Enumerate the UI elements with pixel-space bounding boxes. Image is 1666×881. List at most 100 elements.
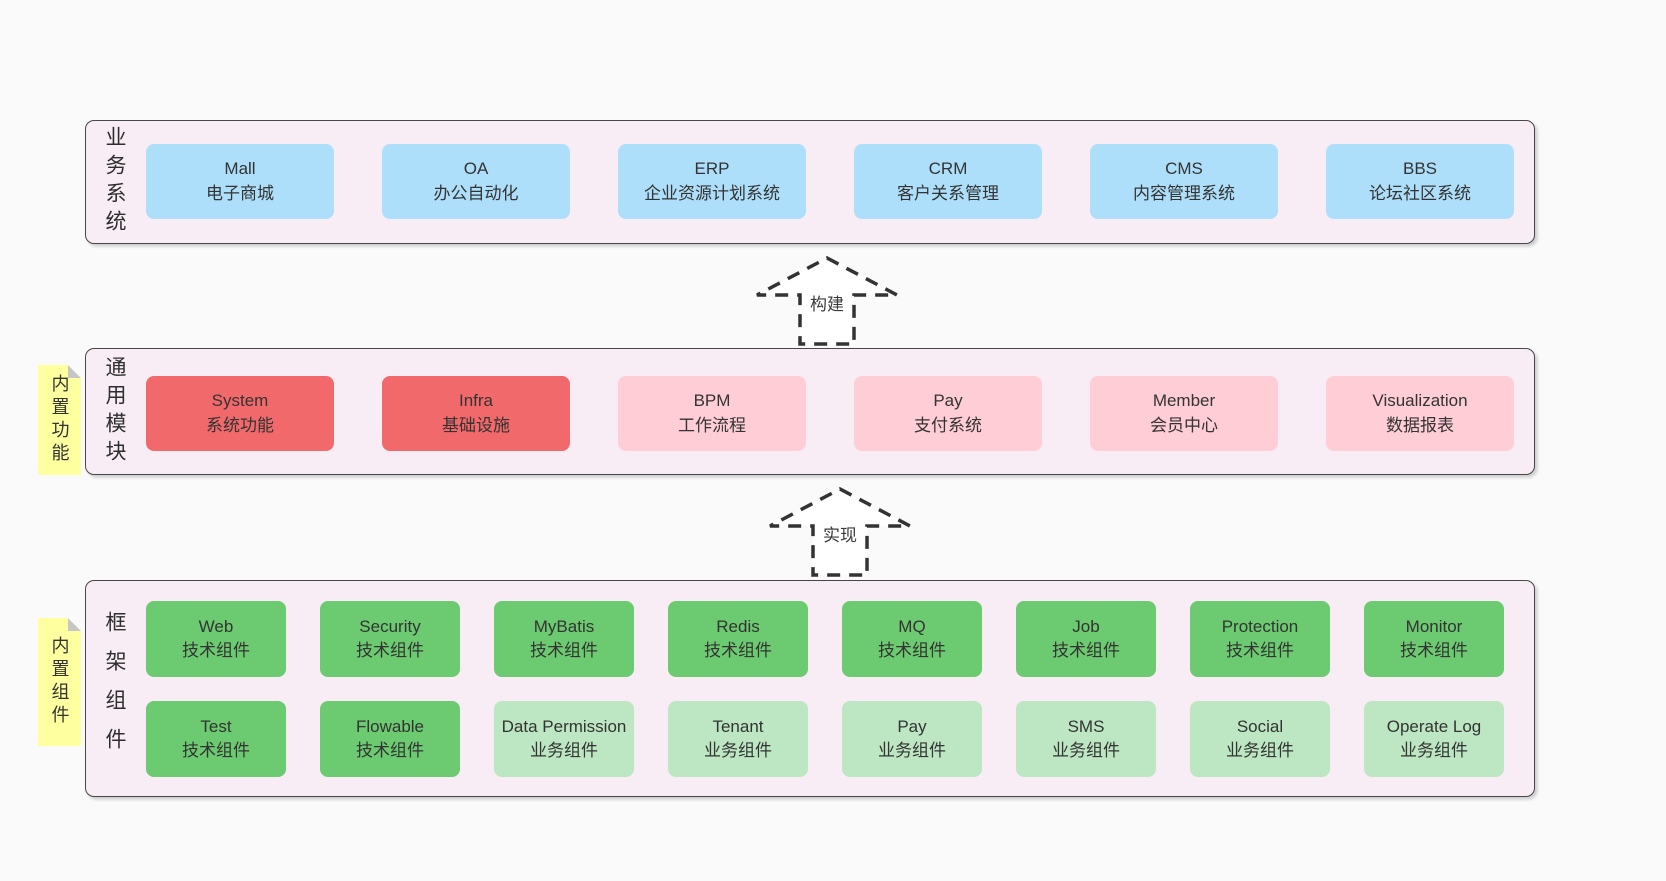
box-data-permission: Data Permission 业务组件: [494, 701, 634, 777]
box-title: Social: [1236, 716, 1284, 736]
box-title: ERP: [694, 159, 730, 179]
box-subtitle: 业务组件: [1052, 741, 1120, 760]
box-title: Pay: [933, 391, 963, 411]
box-subtitle: 技术组件: [704, 641, 772, 660]
box-title: CRM: [928, 159, 968, 179]
box-redis: Redis 技术组件: [668, 601, 808, 677]
box-title: Pay: [897, 716, 927, 736]
band-common-modules-label: 通用模块: [103, 355, 126, 468]
box-subtitle: 技术组件: [1052, 641, 1120, 660]
framework-components-row-2: Test 技术组件 Flowable 技术组件 Data Permission …: [146, 701, 1504, 777]
box-subtitle: 技术组件: [1400, 641, 1468, 660]
box-subtitle: 业务组件: [704, 741, 772, 760]
common-modules-row: System 系统功能 Infra 基础设施 BPM 工作流程 Pay 支付系统…: [146, 376, 1514, 451]
box-web: Web 技术组件: [146, 601, 286, 677]
sticky-note-built-in-features: 内置功能: [38, 365, 81, 475]
arrow-build-label: 构建: [807, 289, 847, 316]
box-subtitle: 内容管理系统: [1133, 183, 1235, 203]
box-system: System 系统功能: [146, 376, 334, 451]
box-title: Security: [359, 616, 421, 636]
box-subtitle: 技术组件: [1226, 641, 1294, 660]
box-test: Test 技术组件: [146, 701, 286, 777]
box-title: Tenant: [712, 716, 764, 736]
box-subtitle: 业务组件: [878, 741, 946, 760]
box-subtitle: 技术组件: [356, 641, 424, 660]
box-subtitle: 办公自动化: [433, 183, 519, 203]
band-business-systems: 业务系统 Mall 电子商城 OA 办公自动化 ERP 企业资源计划系统 CRM…: [85, 120, 1535, 244]
box-title: BPM: [693, 391, 731, 411]
box-cms: CMS 内容管理系统: [1090, 144, 1278, 219]
box-title: Job: [1072, 616, 1100, 636]
box-subtitle: 业务组件: [530, 741, 598, 760]
box-subtitle: 技术组件: [182, 741, 250, 760]
box-pay-component: Pay 业务组件: [842, 701, 982, 777]
box-subtitle: 客户关系管理: [897, 183, 999, 203]
box-subtitle: 技术组件: [530, 641, 598, 660]
box-job: Job 技术组件: [1016, 601, 1156, 677]
box-mq: MQ 技术组件: [842, 601, 982, 677]
box-erp: ERP 企业资源计划系统: [618, 144, 806, 219]
box-subtitle: 业务组件: [1226, 741, 1294, 760]
arrow-build: 构建: [752, 255, 902, 347]
box-title: System: [211, 391, 269, 411]
arrow-implement: 实现: [765, 486, 915, 578]
box-title: CMS: [1165, 159, 1203, 179]
arrow-implement-label: 实现: [820, 520, 860, 547]
sticky-note-built-in-components: 内置组件: [38, 618, 81, 746]
band-common-modules: 通用模块 System 系统功能 Infra 基础设施 BPM 工作流程 Pay…: [85, 348, 1535, 475]
framework-components-row-1: Web 技术组件 Security 技术组件 MyBatis 技术组件 Redi…: [146, 601, 1504, 677]
box-subtitle: 工作流程: [678, 415, 746, 435]
box-title: Protection: [1221, 616, 1299, 636]
box-subtitle: 业务组件: [1400, 741, 1468, 760]
band-business-systems-label: 业务系统: [103, 126, 126, 238]
box-subtitle: 支付系统: [914, 415, 982, 435]
box-crm: CRM 客户关系管理: [854, 144, 1042, 219]
folded-corner-icon: [68, 618, 81, 631]
box-subtitle: 电子商城: [206, 183, 274, 203]
box-title: Data Permission: [501, 716, 627, 736]
box-subtitle: 基础设施: [442, 415, 510, 435]
box-protection: Protection 技术组件: [1190, 601, 1330, 677]
box-subtitle: 论坛社区系统: [1369, 183, 1471, 203]
business-systems-row: Mall 电子商城 OA 办公自动化 ERP 企业资源计划系统 CRM 客户关系…: [146, 144, 1514, 219]
folded-corner-icon: [68, 365, 81, 378]
box-title: OA: [463, 159, 489, 179]
box-mybatis: MyBatis 技术组件: [494, 601, 634, 677]
box-title: Member: [1152, 391, 1216, 411]
box-subtitle: 技术组件: [356, 741, 424, 760]
box-subtitle: 技术组件: [878, 641, 946, 660]
box-visualization: Visualization 数据报表: [1326, 376, 1514, 451]
box-oa: OA 办公自动化: [382, 144, 570, 219]
sticky-note-text: 内置功能: [49, 374, 70, 466]
box-title: Infra: [458, 391, 494, 411]
box-title: SMS: [1067, 716, 1105, 736]
sticky-note-text: 内置组件: [49, 636, 70, 728]
box-infra: Infra 基础设施: [382, 376, 570, 451]
box-title: Monitor: [1405, 616, 1463, 636]
box-title: BBS: [1402, 159, 1438, 179]
box-member: Member 会员中心: [1090, 376, 1278, 451]
box-title: MyBatis: [533, 616, 595, 636]
box-security: Security 技术组件: [320, 601, 460, 677]
box-bbs: BBS 论坛社区系统: [1326, 144, 1514, 219]
box-pay-module: Pay 支付系统: [854, 376, 1042, 451]
box-sms: SMS 业务组件: [1016, 701, 1156, 777]
box-title: Visualization: [1372, 391, 1468, 411]
box-tenant: Tenant 业务组件: [668, 701, 808, 777]
box-subtitle: 企业资源计划系统: [644, 183, 780, 203]
box-subtitle: 数据报表: [1386, 415, 1454, 435]
box-bpm: BPM 工作流程: [618, 376, 806, 451]
box-subtitle: 会员中心: [1150, 415, 1218, 435]
box-title: Flowable: [355, 716, 425, 736]
box-title: Operate Log: [1386, 716, 1482, 736]
box-subtitle: 技术组件: [182, 641, 250, 660]
box-title: Web: [198, 616, 234, 636]
box-title: Redis: [716, 616, 760, 636]
box-mall: Mall 电子商城: [146, 144, 334, 219]
box-operate-log: Operate Log 业务组件: [1364, 701, 1504, 777]
box-title: Test: [200, 716, 232, 736]
box-title: MQ: [898, 616, 926, 636]
box-monitor: Monitor 技术组件: [1364, 601, 1504, 677]
box-subtitle: 系统功能: [206, 415, 274, 435]
